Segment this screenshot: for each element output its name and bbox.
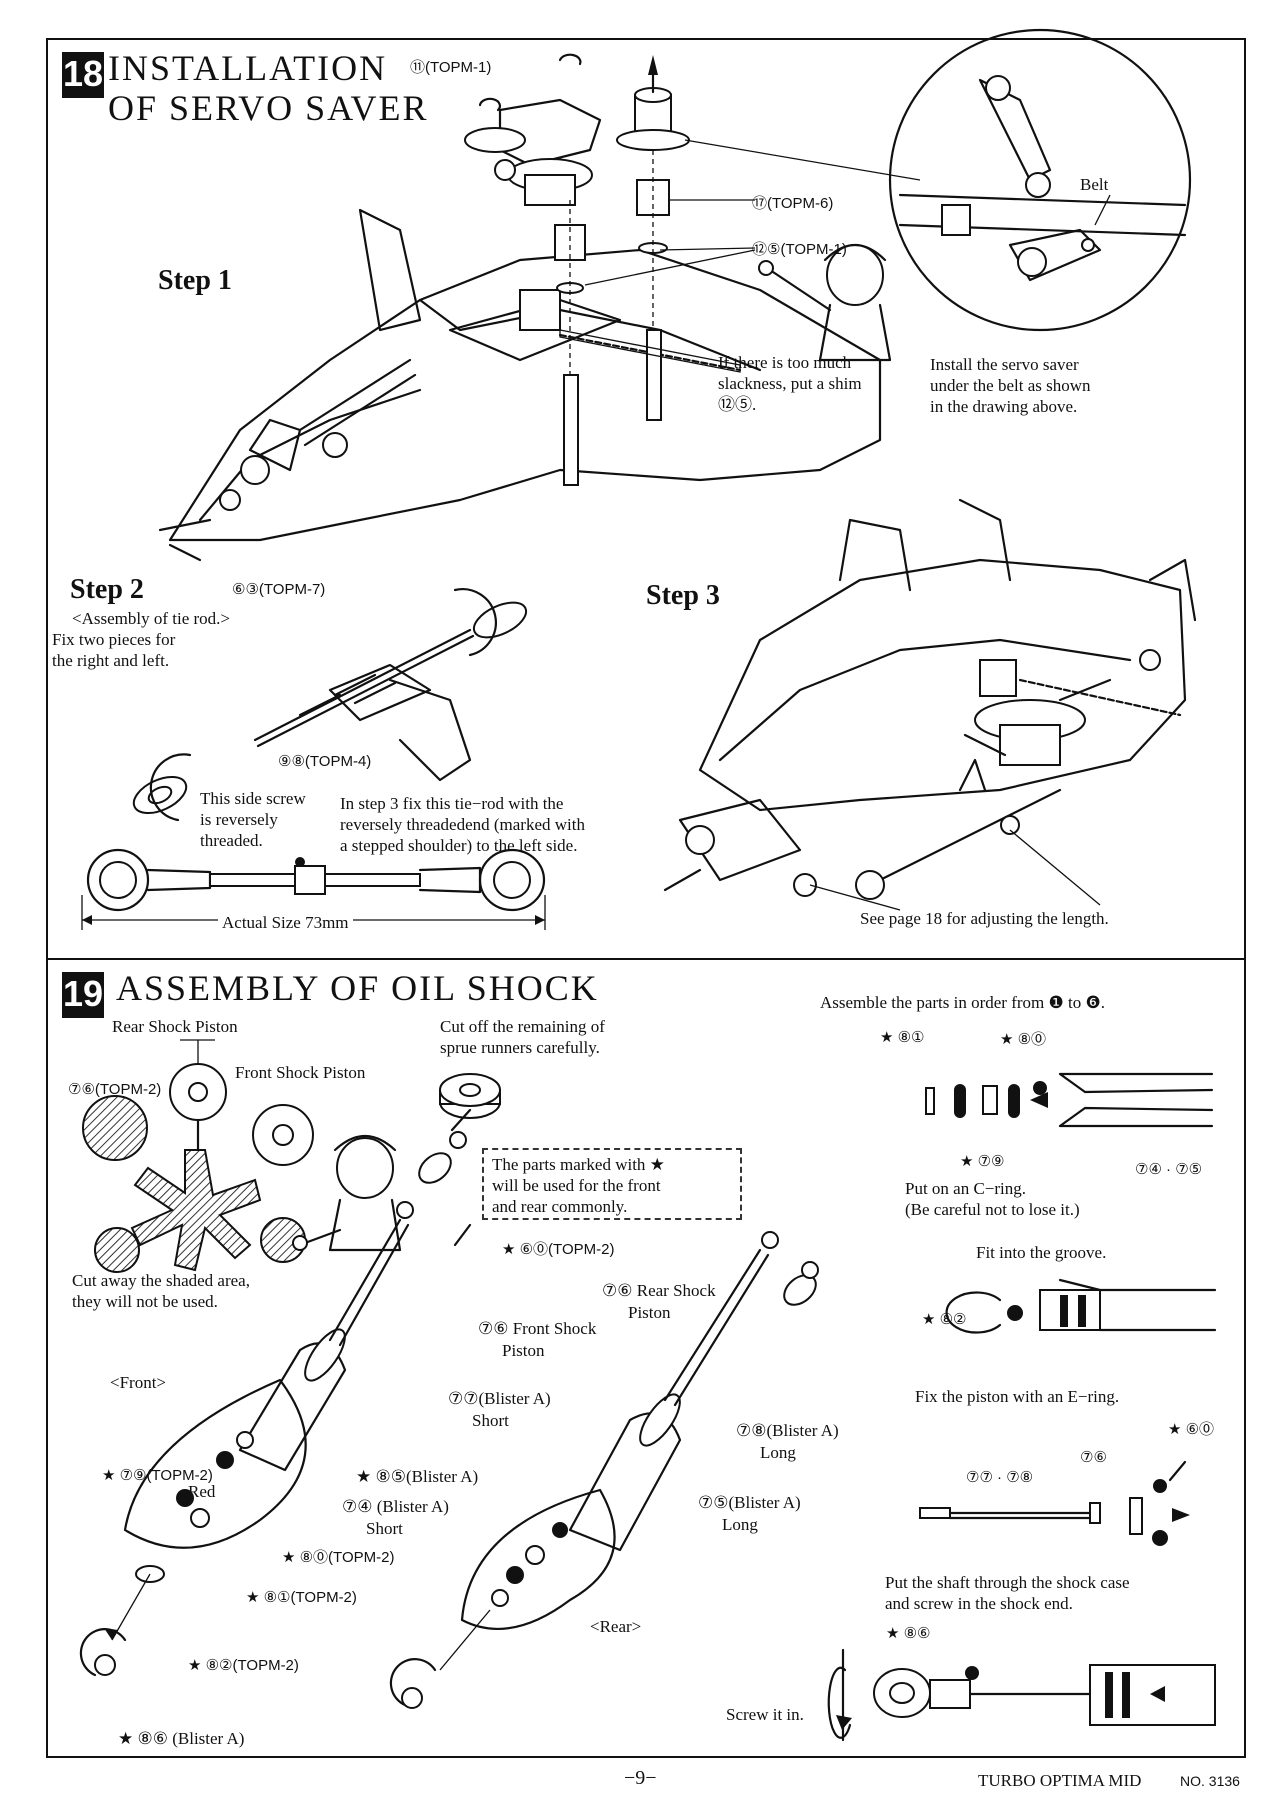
right-label-82: ★ ⑧② bbox=[922, 1311, 967, 1328]
ref-98: ⑨⑧(TOPM-4) bbox=[278, 753, 372, 770]
right-label-76: ⑦⑥ bbox=[1080, 1449, 1107, 1466]
step3-fix-note-line1: In step 3 fix this tie−rod with the bbox=[340, 794, 564, 813]
label-74-b: Short bbox=[366, 1519, 403, 1538]
page-frame bbox=[46, 38, 1246, 1758]
piston-sprue-drawing bbox=[82, 1039, 501, 1273]
install-note-line1: Install the servo saver bbox=[930, 355, 1079, 374]
label-76-rear-b: Piston bbox=[628, 1303, 671, 1322]
label-85: ★ ⑧⑤(Blister A) bbox=[356, 1467, 479, 1486]
tierod-note-line1: <Assembly of tie rod.> bbox=[72, 609, 230, 628]
front-label: <Front> bbox=[110, 1373, 167, 1392]
rear-shock-drawing bbox=[389, 1231, 819, 1709]
see-page-note: See page 18 for adjusting the length. bbox=[860, 909, 1109, 928]
section-18-title-ref: ⑪(TOPM-1) bbox=[410, 59, 492, 76]
step-2-label: Step 2 bbox=[70, 574, 144, 605]
right-label-81: ★ ⑧① bbox=[880, 1029, 925, 1046]
groove-drawing bbox=[945, 1278, 1217, 1334]
ref-63: ⑥③(TOPM-7) bbox=[232, 581, 326, 598]
label-77-b: Short bbox=[472, 1411, 509, 1430]
cring-note-line2: (Be careful not to lose it.) bbox=[905, 1200, 1080, 1219]
right-label-77-78: ⑦⑦ · ⑦⑧ bbox=[966, 1469, 1034, 1486]
footer-model-name: TURBO OPTIMA MID bbox=[978, 1771, 1142, 1790]
common-parts-note-line2: will be used for the front bbox=[492, 1176, 661, 1195]
common-parts-note-line3: and rear commonly. bbox=[492, 1197, 628, 1216]
ref-125: ⑫⑤(TOPM-1) bbox=[752, 241, 847, 258]
section-19-number: 19 bbox=[62, 972, 104, 1018]
screw-in-drawing bbox=[827, 1648, 1216, 1742]
cring-note-line1: Put on an C−ring. bbox=[905, 1179, 1027, 1198]
label-75-b: Long bbox=[722, 1515, 758, 1534]
ering-note: Fix the piston with an E−ring. bbox=[915, 1387, 1120, 1406]
groove-note: Fit into the groove. bbox=[976, 1243, 1107, 1262]
ref-76: ⑦⑥(TOPM-2) bbox=[68, 1081, 162, 1098]
label-78-a: ⑦⑧(Blister A) bbox=[736, 1421, 839, 1440]
screw-note-line3: threaded. bbox=[200, 831, 263, 850]
right-label-86: ★ ⑧⑥ bbox=[886, 1625, 931, 1642]
cutoff-note-line2: sprue runners carefully. bbox=[440, 1038, 600, 1057]
label-60: ★ ⑥⓪(TOPM-2) bbox=[502, 1241, 615, 1258]
label-76-front-b: Piston bbox=[502, 1341, 545, 1360]
common-parts-note-box: The parts marked with ★ will be used for… bbox=[482, 1148, 742, 1220]
label-75-a: ⑦⑤(Blister A) bbox=[698, 1493, 801, 1512]
step3-fix-note-line2: reversely threadedend (marked with bbox=[340, 815, 585, 834]
label-80: ★ ⑧⓪(TOPM-2) bbox=[282, 1549, 395, 1566]
step-1-label: Step 1 bbox=[158, 265, 232, 296]
right-label-60: ★ ⑥⓪ bbox=[1168, 1421, 1215, 1438]
step-3-label: Step 3 bbox=[646, 580, 720, 611]
belt-label: Belt bbox=[1080, 175, 1109, 194]
label-77-a: ⑦⑦(Blister A) bbox=[448, 1389, 551, 1408]
cutoff-note-line1: Cut off the remaining of bbox=[440, 1017, 605, 1036]
install-note-line2: under the belt as shown bbox=[930, 376, 1091, 395]
rear-label: <Rear> bbox=[590, 1617, 642, 1636]
screw-note-line1: This side screw bbox=[200, 789, 306, 808]
footer-number: NO. 3136 bbox=[1180, 1773, 1240, 1789]
right-label-80: ★ ⑧⓪ bbox=[1000, 1031, 1047, 1048]
right-label-74-75: ⑦④ · ⑦⑤ bbox=[1135, 1161, 1203, 1178]
shaft-note-line2: and screw in the shock end. bbox=[885, 1594, 1073, 1613]
screw-in-note: Screw it in. bbox=[726, 1705, 804, 1724]
shim-note-line3: ⑫⑤. bbox=[718, 395, 757, 414]
section-18-title-line2: OF SERVO SAVER bbox=[108, 88, 429, 128]
label-81: ★ ⑧①(TOPM-2) bbox=[246, 1589, 357, 1606]
cutaway-note-line1: Cut away the shaded area, bbox=[72, 1271, 250, 1290]
screw-note-line2: is reversely bbox=[200, 810, 278, 829]
section-19-title: ASSEMBLY OF OIL SHOCK bbox=[116, 968, 599, 1008]
install-note-line3: in the drawing above. bbox=[930, 397, 1078, 416]
ering-shaft-drawing bbox=[919, 1460, 1190, 1546]
label-78-b: Long bbox=[760, 1443, 796, 1462]
rear-shock-piston-label: Rear Shock Piston bbox=[112, 1017, 238, 1036]
section-18-number: 18 bbox=[62, 52, 104, 98]
front-shock-piston-label: Front Shock Piston bbox=[235, 1063, 366, 1082]
label-76-rear-a: ⑦⑥ Rear Shock bbox=[602, 1281, 716, 1300]
actual-size-label: Actual Size 73mm bbox=[218, 912, 353, 933]
tierod-note-line2: Fix two pieces for bbox=[52, 630, 176, 649]
belt-detail-circle bbox=[888, 28, 1192, 332]
label-79-red: Red bbox=[188, 1482, 216, 1501]
shim-note-line2: slackness, put a shim bbox=[718, 374, 862, 393]
step3-chassis-drawing bbox=[663, 498, 1197, 911]
shim-note-line1: If there is too much bbox=[718, 353, 852, 372]
front-shock-drawing bbox=[79, 1108, 472, 1677]
cutaway-note-line2: they will not be used. bbox=[72, 1292, 218, 1311]
label-74-a: ⑦④ (Blister A) bbox=[342, 1497, 449, 1516]
step1-chassis-drawing bbox=[158, 53, 921, 562]
ref-97: ⑰(TOPM-6) bbox=[752, 195, 834, 212]
step3-fix-note-line3: a stepped shoulder) to the left side. bbox=[340, 836, 578, 855]
cring-pliers-drawing bbox=[925, 1072, 1214, 1128]
page-number: −9− bbox=[624, 1767, 657, 1789]
tierod-note-line3: the right and left. bbox=[52, 651, 170, 670]
label-82: ★ ⑧②(TOPM-2) bbox=[188, 1657, 299, 1674]
assemble-order-note: Assemble the parts in order from ❶ to ❻. bbox=[820, 993, 1105, 1012]
label-79: ★ ⑦⑨(TOPM-2) bbox=[102, 1467, 213, 1484]
label-86: ★ ⑧⑥ (Blister A) bbox=[118, 1729, 245, 1748]
section-18-title-line1: INSTALLATION bbox=[108, 48, 388, 88]
section-divider bbox=[46, 958, 1246, 960]
right-label-79: ★ ⑦⑨ bbox=[960, 1153, 1005, 1170]
common-parts-note-line1: The parts marked with ★ bbox=[492, 1155, 665, 1174]
step2-tierod-drawing bbox=[81, 588, 546, 930]
shaft-note-line1: Put the shaft through the shock case bbox=[885, 1573, 1130, 1592]
label-76-front-a: ⑦⑥ Front Shock bbox=[478, 1319, 597, 1338]
